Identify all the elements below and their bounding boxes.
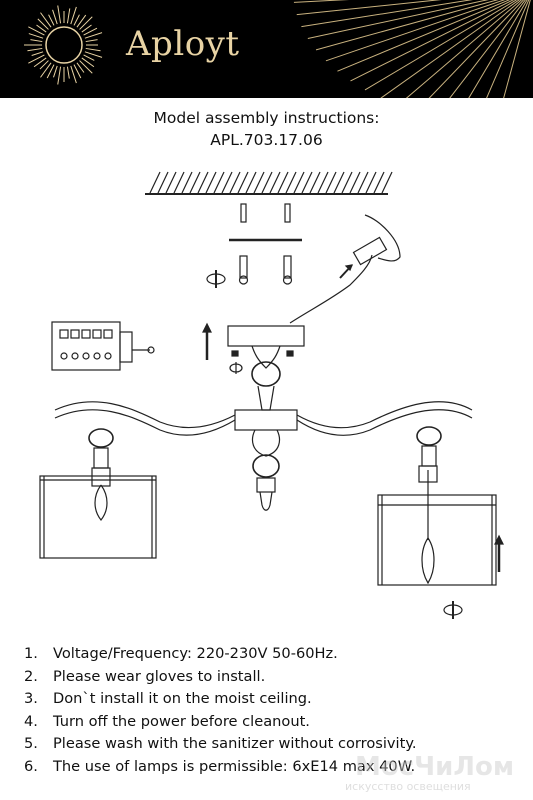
rotate-icon-right (443, 601, 463, 619)
instruction-list: 1.Voltage/Frequency: 220-230V 50-60Hz. 2… (24, 643, 417, 779)
ceiling-hatch-icon (145, 171, 393, 195)
list-item: 1.Voltage/Frequency: 220-230V 50-60Hz. (24, 645, 338, 662)
list-item: 5.Please wash with the sanitizer without… (24, 735, 417, 753)
list-item: 4.Turn off the power before cleanout. (24, 712, 310, 730)
screw-icon (229, 203, 302, 285)
list-item: 3.Don`t install it on the moist ceiling. (24, 690, 312, 708)
watermark-logo: МосЧиЛом (355, 752, 515, 782)
terminal-block-icon (51, 321, 155, 371)
brand-logo: Aployt (126, 24, 240, 64)
assembly-diagram (39, 171, 504, 619)
chandelier-body (227, 325, 305, 511)
list-item: 2.Please wear gloves to install. (24, 667, 266, 685)
chandelier-arms (54, 401, 473, 469)
list-item: 6.The use of lamps is permissible: 6xE14… (24, 757, 416, 775)
rotate-icon (206, 270, 226, 288)
watermark-tagline: искусство освещения (345, 780, 471, 793)
candle-bulb-icon (91, 467, 111, 521)
page-title: Model assembly instructions: (153, 109, 380, 127)
up-arrow-icon-right (494, 534, 504, 572)
candle-bulb-icon-right (418, 465, 438, 585)
lamp-shade-icon-right (377, 470, 497, 586)
model-number: APL.703.17.06 (210, 131, 323, 149)
sunburst-logo-icon (24, 0, 531, 98)
header-bar: Aployt (0, 0, 533, 98)
lamp-shade-icon (39, 475, 157, 559)
wire-connector (289, 214, 401, 324)
up-arrow-icon (202, 322, 212, 360)
